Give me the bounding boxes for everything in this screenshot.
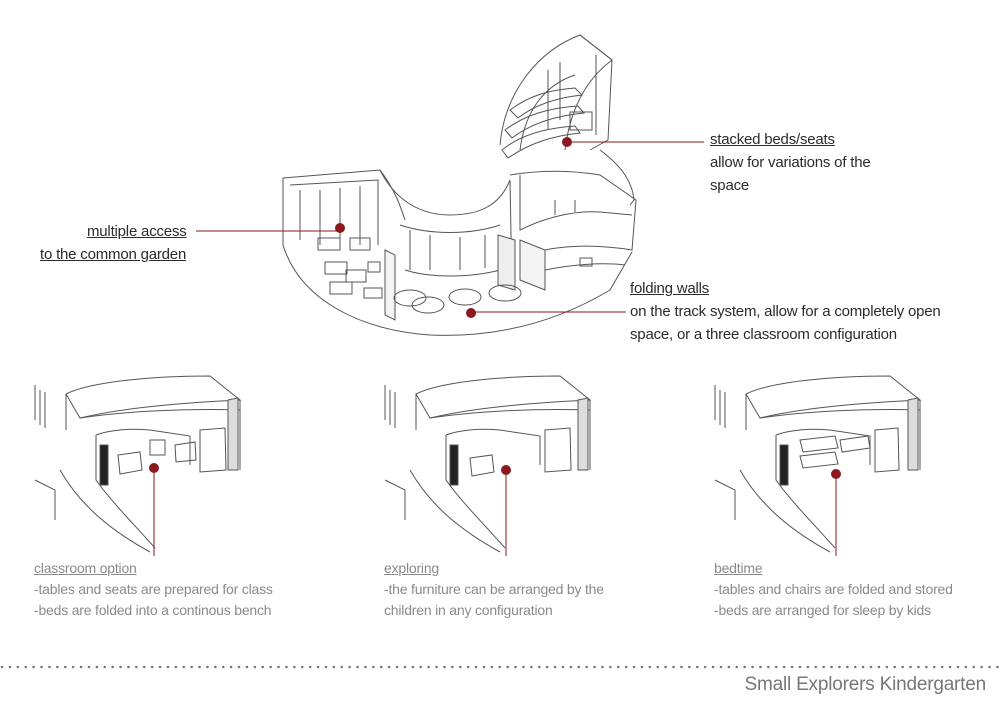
marker-exploring xyxy=(501,465,511,475)
folding-wall-panel xyxy=(497,234,516,291)
footer-title: Small Explorers Kindergarten xyxy=(744,674,986,695)
annotation-title: stacked beds/seats xyxy=(710,131,835,148)
caption-line: -tables and seats are prepared for class xyxy=(34,581,273,597)
caption-title: exploring xyxy=(384,560,440,576)
marker-multiple-access xyxy=(335,223,345,233)
annotation-line: multiple access xyxy=(87,223,187,240)
caption-classroom-option: classroom option -tables and seats are p… xyxy=(34,558,273,621)
annotation-line: to the common garden xyxy=(40,246,187,263)
vignette-bedtime xyxy=(714,375,922,553)
annotation-line: on the track system, allow for a complet… xyxy=(630,303,941,320)
annotation-stacked-beds: stacked beds/seats allow for variations … xyxy=(710,128,871,197)
floor-plate xyxy=(282,178,633,336)
caption-bedtime: bedtime -tables and chairs are folded an… xyxy=(714,558,953,621)
annotation-line: space xyxy=(710,177,750,194)
marker-bedtime xyxy=(831,469,841,479)
caption-line: -beds are arranged for sleep by kids xyxy=(714,602,931,618)
upper-curved-wall xyxy=(499,34,613,151)
annotation-folding-walls: folding walls on the track system, allow… xyxy=(630,277,941,346)
caption-title: classroom option xyxy=(34,560,137,576)
caption-title: bedtime xyxy=(714,560,763,576)
dotted-divider xyxy=(0,665,1000,669)
vignette-exploring xyxy=(384,375,592,553)
vignette-classroom-option xyxy=(34,375,242,553)
marker-folding-walls xyxy=(466,308,476,318)
annotation-line: space, or a three classroom configuratio… xyxy=(630,326,897,343)
marker-stacked-beds xyxy=(562,137,572,147)
caption-line: -the furniture can be arranged by the xyxy=(384,581,604,597)
annotation-line: allow for variations of the xyxy=(710,154,871,171)
caption-line: -tables and chairs are folded and stored xyxy=(714,581,953,597)
stacked-beds-shape xyxy=(509,87,584,119)
annotation-multiple-access: multiple access to the common garden xyxy=(40,220,187,266)
caption-line: children in any configuration xyxy=(384,602,553,618)
marker-classroom-option xyxy=(149,463,159,473)
caption-line: -beds are folded into a continous bench xyxy=(34,602,272,618)
caption-exploring: exploring -the furniture can be arranged… xyxy=(384,558,604,621)
annotation-title: folding walls xyxy=(630,280,710,297)
